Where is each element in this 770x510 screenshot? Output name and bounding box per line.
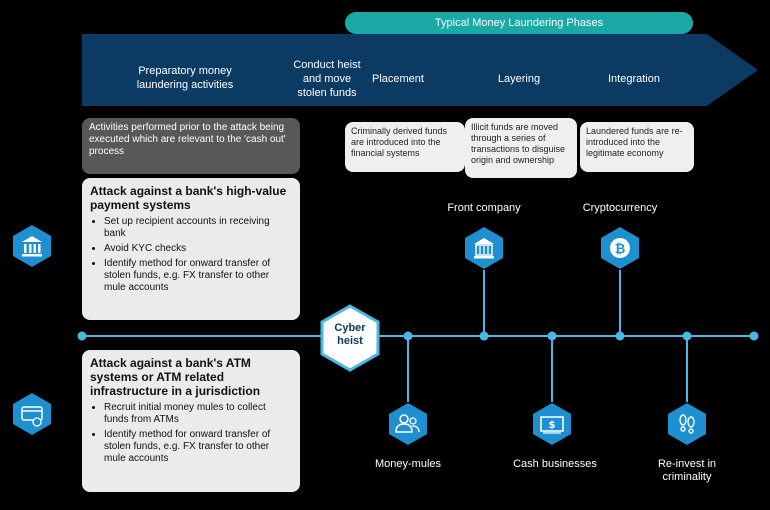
phase-arrow: [82, 34, 758, 106]
timeline-dot: [77, 331, 87, 341]
attack-payment-list: Set up recipient accounts in receiving b…: [90, 216, 292, 294]
footprints-icon: [668, 403, 706, 445]
timeline-dot: [479, 331, 489, 341]
attack-payment-title: Attack against a bank's high-value payme…: [90, 184, 287, 212]
cash-icon: $: [533, 403, 571, 445]
cryptocurrency-label: Cryptocurrency: [582, 202, 658, 214]
phases-banner: Typical Money Laundering Phases: [345, 12, 693, 34]
cash-businesses-label: Cash businesses: [513, 458, 597, 470]
timeline-dot: [615, 331, 625, 341]
money-mules-label: Money-mules: [374, 458, 442, 470]
placement-description: Criminally derived funds are introduced …: [345, 122, 465, 172]
bank-icon: [13, 225, 51, 267]
svg-text:₿: ₿: [615, 242, 626, 257]
arrow-label-layering: Layering: [497, 73, 541, 85]
people-icon: [389, 403, 427, 445]
atm-card-icon: [13, 393, 51, 435]
timeline-dot: [547, 331, 557, 341]
arrow-label-integration: Integration: [608, 73, 660, 85]
list-item: Avoid KYC checks: [104, 243, 292, 255]
building-icon: [465, 227, 503, 269]
attack-atm-systems: Attack against a bank's ATM systems or A…: [82, 350, 300, 492]
cyber-heist-hexagon: [320, 304, 380, 372]
arrow-label-placement: Placement: [372, 73, 424, 85]
attack-payment-systems: Attack against a bank's high-value payme…: [82, 178, 300, 320]
attack-atm-title: Attack against a bank's ATM systems or A…: [90, 356, 261, 398]
cyber-heist-label: Cyber heist: [334, 322, 366, 347]
reinvest-label: Re-invest in criminality: [657, 458, 717, 483]
list-item: Identify method for onward transfer of s…: [104, 258, 292, 294]
svg-text:$: $: [549, 420, 556, 431]
list-item: Identify method for onward transfer of s…: [104, 429, 292, 465]
layering-description: Illicit funds are moved through a series…: [465, 118, 577, 178]
attack-atm-list: Recruit initial money mules to collect f…: [90, 402, 292, 465]
arrow-label-heist: Conduct heist and move stolen funds: [293, 59, 361, 99]
list-item: Recruit initial money mules to collect f…: [104, 402, 292, 426]
timeline-dot: [403, 331, 413, 341]
prep-description: Activities performed prior to the attack…: [82, 118, 300, 174]
front-company-label: Front company: [447, 202, 521, 214]
integration-description: Laundered funds are re-introduced into t…: [580, 122, 694, 172]
list-item: Set up recipient accounts in receiving b…: [104, 216, 292, 240]
bitcoin-icon: ₿: [601, 227, 639, 269]
timeline-dot: [749, 331, 759, 341]
arrow-label-prep: Preparatory money laundering activities: [136, 65, 234, 91]
timeline-dot: [682, 331, 692, 341]
